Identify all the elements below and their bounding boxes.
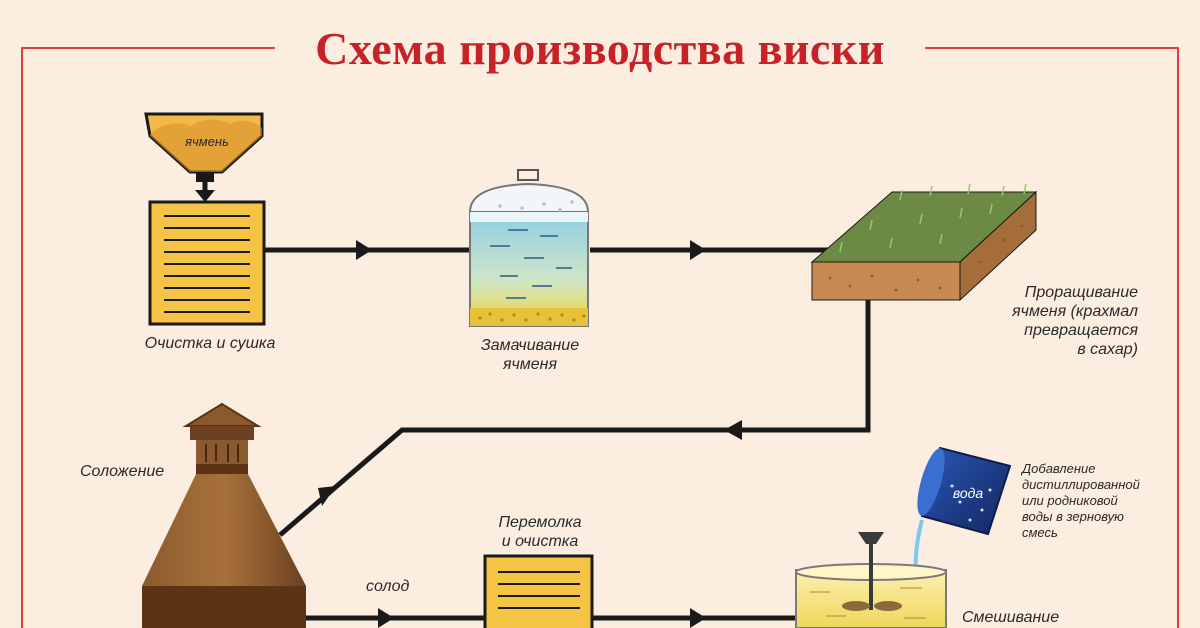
germination-label: Проращивание ячменя (крахмал превращаетс…	[940, 283, 1138, 359]
water-note-line-2: дистиллированной	[1022, 477, 1140, 492]
germination-bed	[810, 183, 1038, 302]
mixing-tank	[795, 532, 947, 628]
bucket-label: вода	[953, 485, 984, 501]
germination-label-line-3: превращается	[1024, 322, 1138, 339]
malting-label: Соложение	[80, 463, 165, 480]
soaking-label-line-1: Замачивание	[480, 337, 580, 354]
arrow-right-1	[356, 240, 372, 260]
water-note-line-5: смесь	[1022, 525, 1058, 540]
arrow-left-1	[724, 420, 742, 440]
germination-label-line-4: в сахар)	[1077, 341, 1138, 358]
soaking-tank	[469, 169, 589, 327]
germination-label-line-2: ячменя (крахмал	[1012, 303, 1138, 320]
water-note-line-3: или родниковой	[1022, 493, 1118, 508]
cleaning-label: Очистка и сушка	[144, 335, 276, 352]
mixing-label: Смешивание	[962, 609, 1060, 626]
barley-hopper: ячмень	[144, 112, 264, 202]
malting-kiln	[142, 402, 306, 628]
water-bucket: вода	[913, 446, 1012, 579]
page-title: Схема производства виски	[315, 23, 885, 74]
arrow-right-4	[690, 608, 706, 628]
soaking-label-line-2: ячменя	[502, 356, 558, 373]
flow-arrows	[318, 240, 742, 628]
water-note-line-1: Добавление	[1022, 461, 1096, 476]
arrow-right-2	[690, 240, 706, 260]
soaking-label: Замачивание ячменя	[450, 336, 610, 374]
water-note: Добавление дистиллированной или родников…	[1022, 461, 1172, 541]
arrow-down-left	[318, 486, 336, 506]
grinding-label-line-1: Перемолка	[498, 514, 582, 531]
grinding-label-line-2: и очистка	[501, 533, 579, 550]
hopper-label: ячмень	[184, 134, 229, 149]
germination-label-line-1: Проращивание	[1024, 284, 1138, 301]
grinding-box	[483, 554, 594, 628]
cleaning-box	[148, 200, 266, 326]
arrow-right-3	[378, 608, 394, 628]
grinding-label: Перемолка и очистка	[460, 513, 620, 551]
malt-label: солод	[366, 578, 410, 595]
frame	[21, 47, 1179, 628]
water-note-line-4: воды в зерновую	[1022, 509, 1124, 524]
